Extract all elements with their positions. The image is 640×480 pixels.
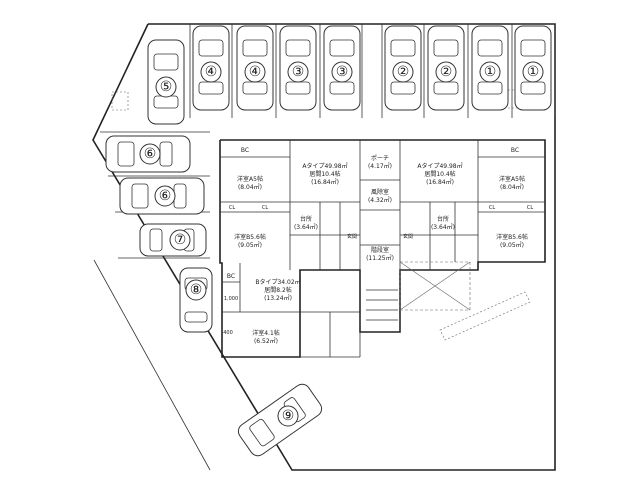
unit-a-left-closet-label: CL (229, 205, 235, 211)
unit-a-right-bc-label: BC (511, 147, 519, 154)
common-core-walls (359, 140, 401, 332)
svg-text:⑦: ⑦ (174, 232, 187, 248)
parking-number-5: ⑤ (155, 76, 177, 98)
unit-a-left-kitchen-label: 台所 (300, 215, 312, 223)
parking-number-4a: ④ (244, 61, 266, 83)
unit-a-left-closet-label: CL (262, 205, 268, 211)
parking-number-2b: ② (392, 61, 414, 83)
planter-box (499, 89, 519, 109)
parking-number-8: ⑧ (185, 279, 207, 301)
unit-a-left-bed1-area: (8.04㎡) (238, 183, 262, 191)
svg-text:①: ① (527, 64, 540, 80)
svg-text:⑥: ⑥ (159, 188, 172, 204)
svg-text:③: ③ (292, 64, 305, 80)
windbreak-area: (4.32㎡) (368, 196, 392, 204)
unit-a-right-kitchen-area: (3.64㎡) (431, 223, 455, 231)
fence (439, 291, 531, 341)
svg-text:⑨: ⑨ (282, 408, 295, 424)
unit-a-left-bc-label: BC (241, 147, 249, 154)
svg-text:②: ② (397, 64, 410, 80)
unit-a-right-bed2-area: (9.05㎡) (500, 241, 524, 249)
unit-b-bed-area: (6.52㎡) (254, 337, 278, 345)
unit-a-right-kitchen-label: 台所 (437, 215, 449, 223)
site-setback-line (93, 259, 211, 471)
site-boundary (92, 23, 556, 471)
parking-number-1a: ① (522, 61, 544, 83)
parking-number-4b: ④ (200, 61, 222, 83)
unit-a-left-walls (220, 140, 360, 270)
svg-text:⑤: ⑤ (160, 79, 173, 95)
unit-a-left-kitchen-area: (3.64㎡) (294, 223, 318, 231)
svg-text:③: ③ (336, 64, 349, 80)
porch-area: (4.17㎡) (368, 162, 392, 170)
unit-b-bed-label: 洋室4.1帖 (252, 329, 280, 337)
planter-box (111, 91, 129, 111)
stair-hall-label: 階段室 (371, 246, 389, 254)
porch-label: ポーチ (371, 154, 389, 162)
unit-a-right-walls (400, 140, 545, 270)
unit-a-left-living-area: (16.84㎡) (311, 178, 339, 186)
parking-number-6b: ⑥ (154, 185, 176, 207)
unit-a-right-type-label: Aタイプ49.98㎡ (417, 162, 462, 170)
unit-b-living-area: (13.24㎡) (264, 294, 292, 302)
unit-b-walls (222, 263, 361, 358)
windbreak-label: 風除室 (371, 188, 389, 196)
entrance-canopy (399, 261, 471, 311)
unit-a-right-living-label: 居間10.4帖 (424, 170, 455, 178)
svg-text:④: ④ (205, 64, 218, 80)
unit-a-right-living-area: (16.84㎡) (426, 178, 454, 186)
unit-a-left-type-label: Aタイプ49.98㎡ (302, 162, 347, 170)
unit-a-right-closet-label: CL (489, 205, 495, 211)
entrance-label: 玄関 (403, 233, 413, 240)
unit-a-left-bed2-area: (9.05㎡) (238, 241, 262, 249)
parking-number-3b: ③ (287, 61, 309, 83)
svg-text:①: ① (484, 64, 497, 80)
unit-a-left-bed1-label: 洋室A5帖 (237, 175, 263, 183)
unit-a-left-living-label: 居間10.4帖 (309, 170, 340, 178)
unit-b-bc-label: BC (227, 273, 235, 280)
stair-hall-area: (11.25㎡) (366, 254, 394, 262)
unit-b-dimension: 1,000 (224, 296, 238, 302)
svg-text:④: ④ (249, 64, 262, 80)
parking-number-6a: ⑥ (139, 143, 161, 165)
parking-number-3a: ③ (331, 61, 353, 83)
unit-a-right-bed2-label: 洋室B5.6帖 (496, 233, 528, 241)
parking-number-7: ⑦ (169, 229, 191, 251)
parking-number-9: ⑨ (277, 405, 299, 427)
svg-text:⑥: ⑥ (144, 146, 157, 162)
unit-b-dimension: 400 (223, 330, 233, 336)
parking-number-2a: ② (435, 61, 457, 83)
entrance-label: 玄関 (347, 233, 357, 240)
parking-number-1b: ① (479, 61, 501, 83)
unit-a-right-bed1-label: 洋室A5帖 (499, 175, 525, 183)
unit-b-living-label: 居間8.2帖 (264, 286, 292, 294)
unit-a-left-bed2-label: 洋室B5.6帖 (234, 233, 266, 241)
unit-b-type-label: Bタイプ34.02㎡ (255, 278, 300, 286)
parking-dividers (100, 24, 556, 259)
svg-text:②: ② (440, 64, 453, 80)
unit-a-right-closet-label: CL (527, 205, 533, 211)
unit-a-right-bed1-area: (8.04㎡) (500, 183, 524, 191)
svg-text:⑧: ⑧ (190, 282, 203, 298)
